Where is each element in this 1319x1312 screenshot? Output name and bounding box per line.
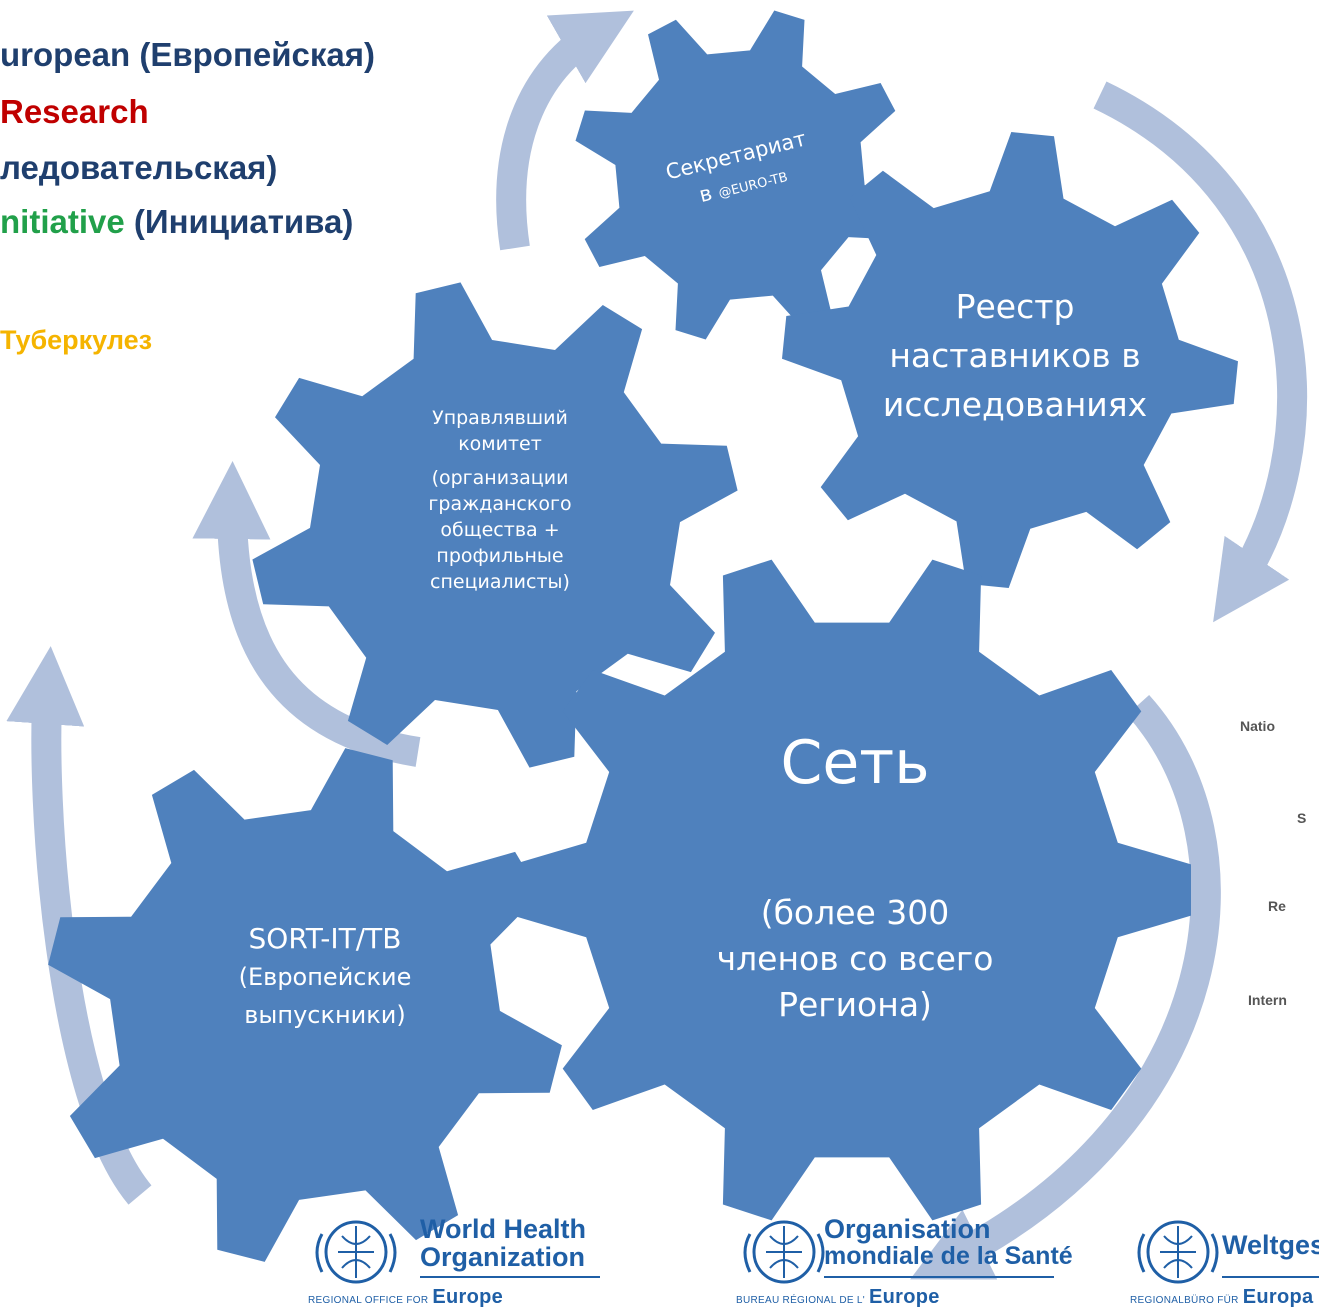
registry-line3: исследованиях bbox=[882, 385, 1148, 424]
committee-title2: комитет bbox=[458, 433, 542, 455]
sort-line1: SORT-IT/TB bbox=[248, 922, 402, 955]
who-region-fr-name: Europe bbox=[868, 1286, 940, 1308]
secretariat-prefix: в bbox=[696, 179, 721, 208]
who-emblem-icon-fr bbox=[743, 1220, 825, 1284]
network-line2: членов со всего bbox=[716, 939, 994, 978]
who-logo-french: Organisation mondiale de la Santé BUREAU… bbox=[736, 1212, 1076, 1312]
cycle-arrow-top-left bbox=[496, 10, 634, 251]
who-emblem-icon-de bbox=[1137, 1220, 1219, 1284]
committee-sub4: профильные bbox=[436, 545, 564, 567]
who-region-de-sub: REGIONALBÜRO FÜR bbox=[1130, 1295, 1239, 1306]
registry-line1: Реестр bbox=[955, 287, 1075, 326]
sort-line2: (Европейские bbox=[238, 963, 412, 991]
cycle-arrow-left-middle bbox=[192, 461, 421, 767]
acronym-initiative: nitiative (Инициатива) bbox=[0, 202, 353, 242]
gear-registry bbox=[782, 132, 1238, 588]
registry-line2: наставников в bbox=[889, 336, 1141, 375]
committee-sub2: гражданского bbox=[428, 493, 572, 515]
who-name-fr-line2: mondiale de la Santé bbox=[824, 1242, 1073, 1270]
gear-secretariat bbox=[575, 10, 905, 340]
acronym-tuberculosis: Туберкулез bbox=[0, 325, 153, 355]
cycle-arrow-top-right bbox=[1093, 81, 1308, 623]
who-region-fr-sub: BUREAU RÉGIONAL DE L' bbox=[736, 1295, 865, 1306]
who-divider bbox=[420, 1276, 600, 1278]
gear-committee bbox=[252, 282, 738, 768]
network-title: Сеть bbox=[780, 728, 930, 798]
registry-label: Реестр наставников в исследованиях bbox=[855, 282, 1175, 429]
network-line3: Региона) bbox=[778, 985, 932, 1024]
who-name-line2: Organization bbox=[420, 1242, 586, 1272]
who-region-fr: BUREAU RÉGIONAL DE L'Europe bbox=[736, 1286, 940, 1309]
who-name-de-line1: Weltgesu bbox=[1222, 1230, 1319, 1260]
acronym-initiative-en: nitiative bbox=[0, 203, 125, 240]
who-name-fr-line1: Organisation bbox=[824, 1214, 991, 1244]
cycle-arrow-bottom-right bbox=[910, 694, 1221, 1280]
who-emblem-icon bbox=[315, 1220, 397, 1284]
gear-network bbox=[513, 559, 1191, 1221]
side-label-national: Natio bbox=[1240, 718, 1275, 734]
committee-sub1: (организации bbox=[431, 467, 569, 489]
who-divider-de bbox=[1222, 1276, 1319, 1278]
gear-sort bbox=[48, 748, 562, 1262]
committee-sub5: специалисты) bbox=[430, 571, 570, 593]
who-region-name: Europe bbox=[432, 1286, 504, 1308]
who-name-line1: World Health bbox=[420, 1214, 587, 1244]
committee-sub3: общества + bbox=[440, 519, 560, 541]
who-region-sub: REGIONAL OFFICE FOR bbox=[308, 1295, 429, 1306]
acronym-initiative-ru: (Инициатива) bbox=[124, 203, 354, 240]
acronym-european: uropean (Европейская) bbox=[0, 36, 375, 73]
sort-line3: выпускники) bbox=[244, 1001, 406, 1029]
who-logo-english: World Health Organization REGIONAL OFFIC… bbox=[308, 1212, 618, 1312]
committee-title1: Управлявший bbox=[432, 407, 568, 429]
acronym-research: Research bbox=[0, 93, 149, 130]
who-region-de-name: Europa bbox=[1242, 1286, 1314, 1308]
who-divider-fr bbox=[824, 1276, 1054, 1278]
network-label: (более 300 членов со всего Региона) bbox=[650, 890, 1060, 1028]
side-label-s: S bbox=[1297, 810, 1307, 826]
side-label-re: Re bbox=[1268, 898, 1286, 914]
side-label-international: Intern bbox=[1248, 992, 1287, 1008]
network-line1: (более 300 bbox=[760, 893, 950, 932]
sort-label: SORT-IT/TB (Европейские выпускники) bbox=[190, 920, 460, 1034]
acronym-research-ru: ледовательская) bbox=[0, 149, 278, 186]
committee-label: Управлявший комитет (организации граждан… bbox=[395, 405, 605, 595]
